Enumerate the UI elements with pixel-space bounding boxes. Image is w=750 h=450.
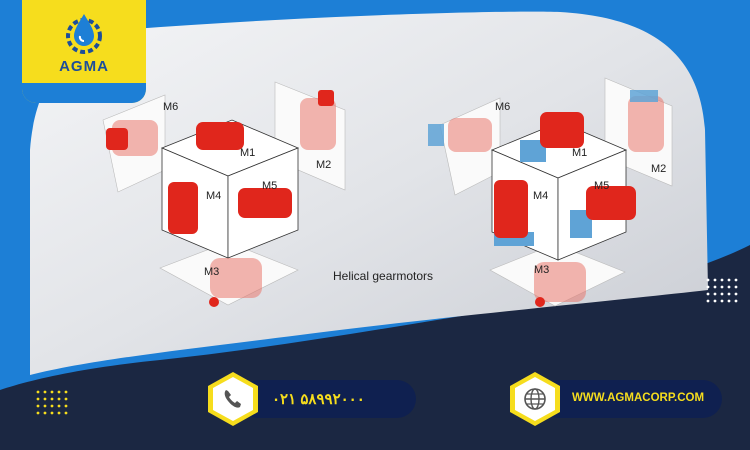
phone-icon[interactable] [206,370,260,428]
left-label-m4: M4 [206,190,221,202]
left-label-m1: M1 [240,147,255,159]
left-mounting-diagram: M6 M1 M2 M4 M5 M3 [102,81,346,307]
globe-icon[interactable] [508,370,562,428]
website-url: WWW.AGMACORP.COM [572,392,705,404]
brand-name: AGMA [59,58,109,75]
phone-number: ۰۲۱ ۵۸۹۹۲۰۰۰ [272,391,365,408]
dot-grid-right [706,278,738,303]
right-label-m3: M3 [534,264,549,276]
right-label-m2: M2 [651,163,666,175]
dot-grid-left [36,390,68,415]
left-label-m5: M5 [262,180,277,192]
water-drop-gear-icon [66,14,102,54]
right-label-m4: M4 [533,190,548,202]
diagram-caption: Helical gearmotors [333,269,434,283]
right-label-m6: M6 [495,101,510,113]
website-pill[interactable]: WWW.AGMACORP.COM [540,380,722,418]
left-label-m3: M3 [204,266,219,278]
left-label-m2: M2 [316,159,331,171]
left-label-m6: M6 [163,101,178,113]
right-mounting-diagram: M6 M1 M2 M4 M5 M3 [428,77,673,307]
phone-pill[interactable]: ۰۲۱ ۵۸۹۹۲۰۰۰ [240,380,416,418]
right-label-m1: M1 [572,147,587,159]
brand-logo[interactable]: AGMA [22,0,146,103]
logo-underline [22,83,146,103]
right-label-m5: M5 [594,180,609,192]
